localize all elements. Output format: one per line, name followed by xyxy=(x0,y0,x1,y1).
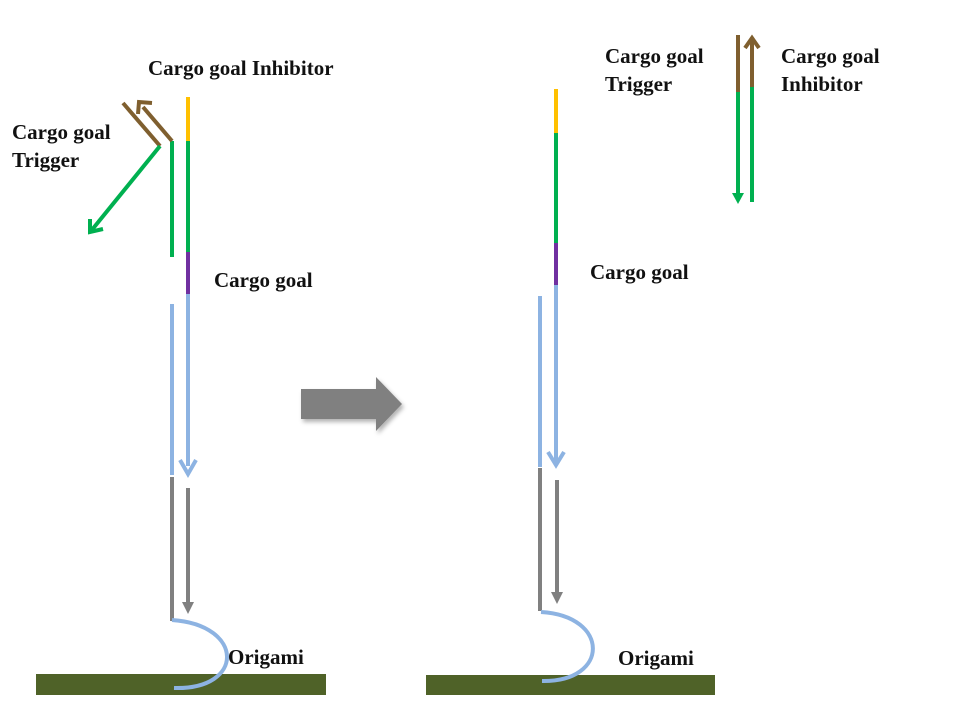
trigger-brown-arrowhead xyxy=(136,99,153,115)
label-trigger-right: Cargo goal Trigger xyxy=(605,44,704,96)
label-inhibitor-left: Cargo goal Inhibitor xyxy=(148,56,334,80)
left-panel xyxy=(36,97,326,695)
anchor-gray-arrowhead-left xyxy=(182,602,194,614)
anchor-gray-arrowhead-right xyxy=(551,592,563,604)
label-trigger-left: Cargo goal Trigger xyxy=(12,120,111,172)
origami-surface-right xyxy=(426,675,715,695)
right-arrow-icon xyxy=(301,377,402,431)
origami-surface-left xyxy=(36,674,326,695)
right-panel xyxy=(426,34,761,695)
label-origami-left: Origami xyxy=(228,645,304,669)
cargo-track-arrowhead-left xyxy=(178,459,198,479)
released-trigger-arrowhead xyxy=(732,193,744,204)
trigger-green-arrowhead-left xyxy=(88,219,104,235)
label-origami-right: Origami xyxy=(618,646,694,670)
origami-loop-right xyxy=(540,610,595,684)
trigger-green-strand-left xyxy=(89,144,162,233)
trigger-brown-strand-b xyxy=(121,101,162,148)
label-cargo-goal-right: Cargo goal xyxy=(590,260,689,284)
label-inhibitor-right: Cargo goal Inhibitor xyxy=(781,44,880,96)
origami-loop-left xyxy=(171,618,229,691)
cargo-track-arrowhead-right xyxy=(546,450,566,469)
released-inhibitor-arrowhead xyxy=(743,34,761,50)
trigger-brown-strand-a xyxy=(141,105,174,143)
label-cargo-goal-left: Cargo goal xyxy=(214,268,313,292)
